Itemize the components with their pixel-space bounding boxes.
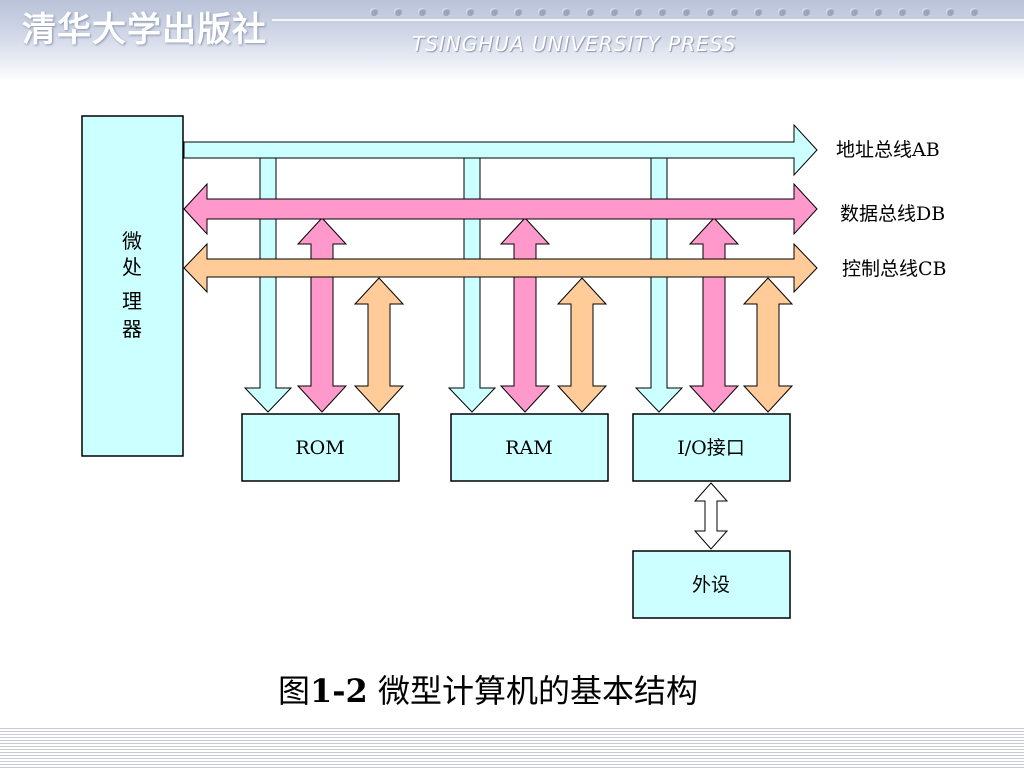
publisher-name-en: TSINGHUA UNIVERSITY PRESS bbox=[412, 32, 737, 56]
footer-stripes bbox=[0, 728, 1024, 768]
address-bus-arrow bbox=[183, 123, 818, 177]
data-bus-label: 数据总线DB bbox=[840, 203, 945, 225]
caption-number: 1-2 bbox=[310, 672, 368, 710]
peripheral-label: 外设 bbox=[692, 574, 730, 596]
header-dots bbox=[370, 8, 978, 16]
rom-box bbox=[241, 413, 400, 482]
rom-label: ROM bbox=[295, 437, 344, 459]
address-bus-label: 地址总线AB bbox=[836, 139, 940, 161]
data-link-rom bbox=[296, 217, 348, 413]
peripheral-link-arrow bbox=[693, 482, 729, 550]
cpu-label-char-4: 器 bbox=[122, 317, 142, 341]
control-link-io bbox=[742, 277, 794, 413]
header-banner: 清华大学出版社 TSINGHUA UNIVERSITY PRESS bbox=[0, 0, 1024, 82]
cpu-label-char-3: 理 bbox=[122, 289, 142, 313]
data-link-io bbox=[688, 217, 740, 413]
data-link-ram bbox=[499, 217, 551, 413]
caption-prefix: 图 bbox=[278, 672, 310, 710]
publisher-name-cn: 清华大学出版社 bbox=[22, 10, 267, 50]
io-interface-box bbox=[632, 413, 791, 482]
io-interface-label: I/O接口 bbox=[677, 437, 744, 459]
address-drop-io bbox=[634, 157, 684, 413]
ram-box bbox=[450, 413, 609, 482]
control-bus-arrow bbox=[183, 242, 818, 294]
control-link-rom bbox=[353, 277, 405, 413]
address-drop-rom bbox=[243, 157, 293, 413]
address-drop-ram bbox=[447, 157, 497, 413]
cpu-label-char-2: 处 bbox=[122, 255, 142, 279]
figure-caption: 图1-2 微型计算机的基本结构 bbox=[278, 672, 698, 710]
ram-label: RAM bbox=[505, 437, 552, 459]
header-divider bbox=[272, 19, 1024, 21]
peripheral-box bbox=[632, 550, 791, 619]
control-bus-label: 控制总线CB bbox=[842, 258, 947, 280]
data-bus-arrow bbox=[183, 182, 818, 236]
cpu-box bbox=[81, 115, 184, 457]
cpu-label-char-1: 微 bbox=[122, 229, 142, 253]
caption-text: 微型计算机的基本结构 bbox=[368, 672, 698, 710]
control-link-ram bbox=[556, 277, 608, 413]
